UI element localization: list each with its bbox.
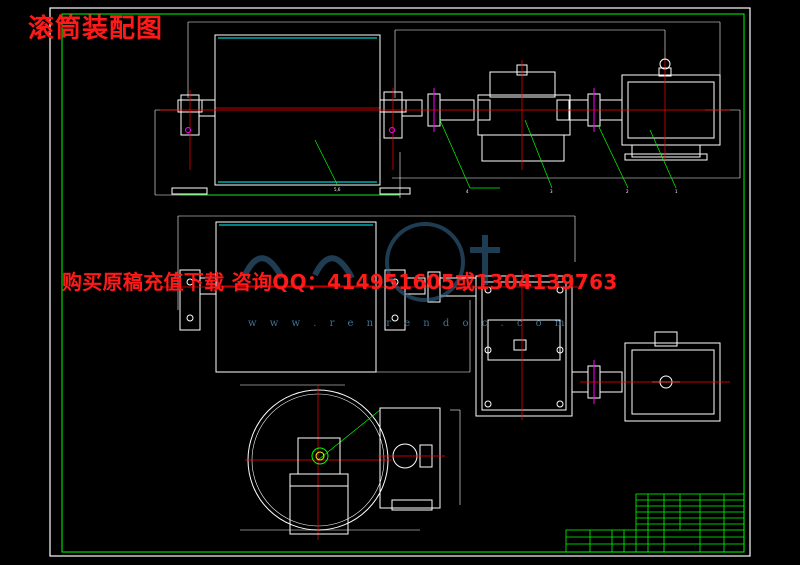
- part-label: 2: [626, 189, 629, 194]
- part-labels: 5,6 4 3 2 1: [334, 187, 678, 194]
- side-view: [240, 384, 461, 540]
- left-bearing-seat: [171, 90, 216, 195]
- part-label: 1: [675, 189, 678, 194]
- gearbox-top: [475, 270, 573, 420]
- bearing-top-right: [384, 269, 426, 331]
- top-view: [160, 215, 730, 422]
- front-leaders: [314, 119, 677, 189]
- side-gearbox: [379, 407, 441, 511]
- drum-top: [215, 221, 377, 373]
- drawing-title: 滚筒装配图: [28, 14, 164, 44]
- motor-top: [624, 331, 721, 422]
- gearbox-front: [477, 60, 571, 170]
- part-label: 5,6: [334, 187, 341, 192]
- watermark-url: w w w . r e n r e n d o c . c o m: [248, 318, 570, 329]
- watermark-logo: [242, 222, 500, 302]
- right-bearing-seat: [379, 88, 423, 195]
- part-label: 3: [550, 189, 553, 194]
- bearing-top-left: [179, 269, 217, 331]
- motor-front: [621, 58, 721, 161]
- title-block: [565, 493, 745, 553]
- front-view: [154, 21, 741, 198]
- drawing-frame: [49, 7, 751, 557]
- part-label: 4: [466, 189, 469, 194]
- advert-banner: 购买原稿充值下载 咨询QQ：414951605或1304139763: [62, 270, 618, 294]
- side-bearing-seat: [289, 437, 349, 535]
